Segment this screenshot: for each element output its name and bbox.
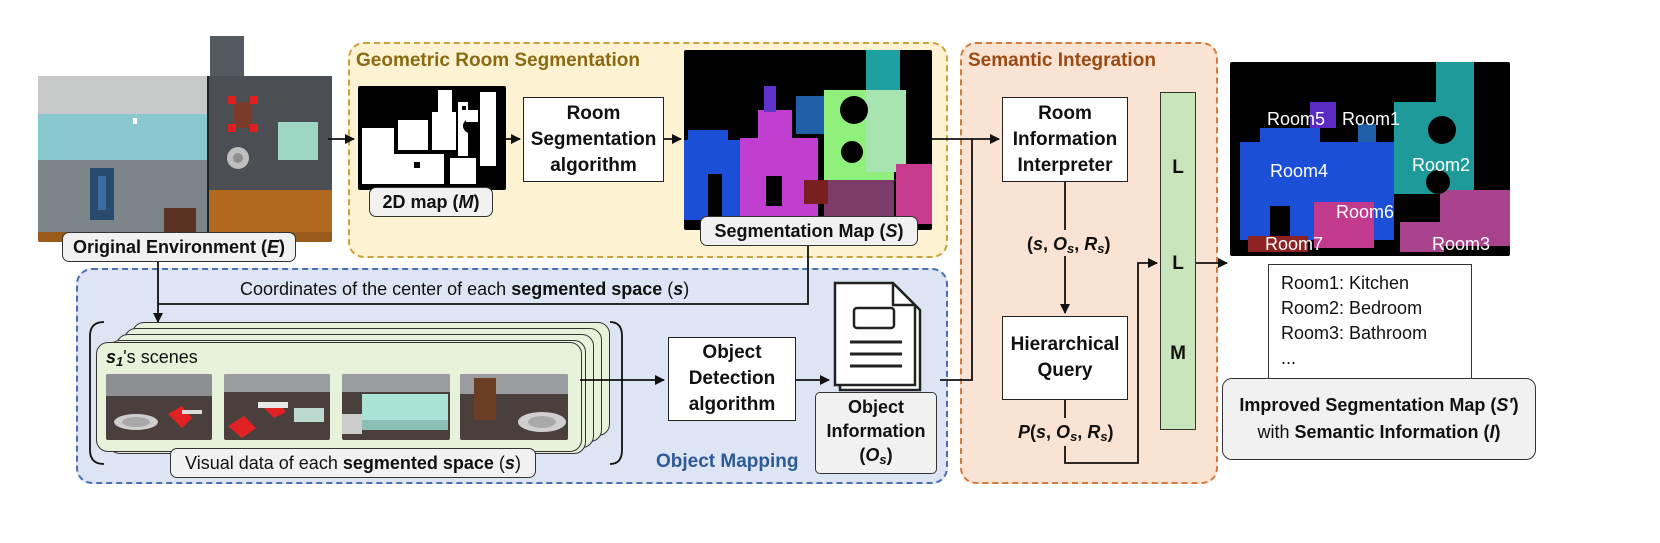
object-information-box: Object Information (Os) (815, 392, 937, 474)
scenes-title: s1's scenes (106, 347, 198, 369)
room-list-item: Room3: Bathroom (1281, 323, 1428, 343)
original-environment-image (38, 36, 332, 242)
room-label-3: Room3 (1432, 234, 1491, 254)
document-icon (832, 278, 928, 394)
object-mapping-title: Object Mapping (656, 451, 799, 472)
scene-photo-4 (460, 374, 568, 440)
room-label-2: Room2 (1412, 155, 1471, 175)
room-label-4: Room4 (1270, 161, 1329, 181)
probability-label: P(s, Os, Rs) (1018, 422, 1114, 444)
segmentation-map-label: Segmentation Map (S) (700, 216, 918, 246)
2d-map-label: 2D map (M) (369, 187, 493, 217)
room-list-item: Room1: Kitchen (1281, 273, 1410, 293)
llm-letter-3: M (1170, 343, 1186, 364)
scene-photo-1 (106, 374, 212, 440)
visual-data-label: Visual data of each segmented space (s) (170, 448, 536, 478)
2d-map-image (358, 86, 506, 190)
room-label-5: Room5 (1267, 109, 1326, 129)
segmentation-map-image (684, 50, 932, 230)
llm-block: L L M (1160, 92, 1196, 430)
room-label-7: Room7 (1265, 234, 1324, 254)
room-list-item: ... (1281, 348, 1297, 368)
llm-letter-1: L (1172, 157, 1184, 178)
scene-photo-3 (342, 374, 450, 440)
geometric-panel-title: Geometric Room Segmentation (356, 50, 640, 71)
original-environment-label: Original Environment (E) (62, 232, 296, 262)
room-label-list: Room1: Kitchen Room2: Bedroom Room3: Bat… (1268, 264, 1472, 380)
llm-letter-2: L (1172, 253, 1184, 274)
improved-segmentation-map-image (1230, 62, 1510, 256)
coordinates-label: Coordinates of the center of each segmen… (240, 279, 690, 299)
room-label-6: Room6 (1336, 202, 1395, 222)
room-label-1: Room1 (1342, 109, 1401, 129)
scene-photo-2 (224, 374, 330, 440)
improved-segmentation-label: Improved Segmentation Map (S') with Sema… (1222, 378, 1536, 460)
tuple-label: (s, Os, Rs) (1027, 234, 1111, 256)
semantic-panel-title: Semantic Integration (968, 50, 1156, 71)
room-list-item: Room2: Bedroom (1281, 298, 1423, 318)
